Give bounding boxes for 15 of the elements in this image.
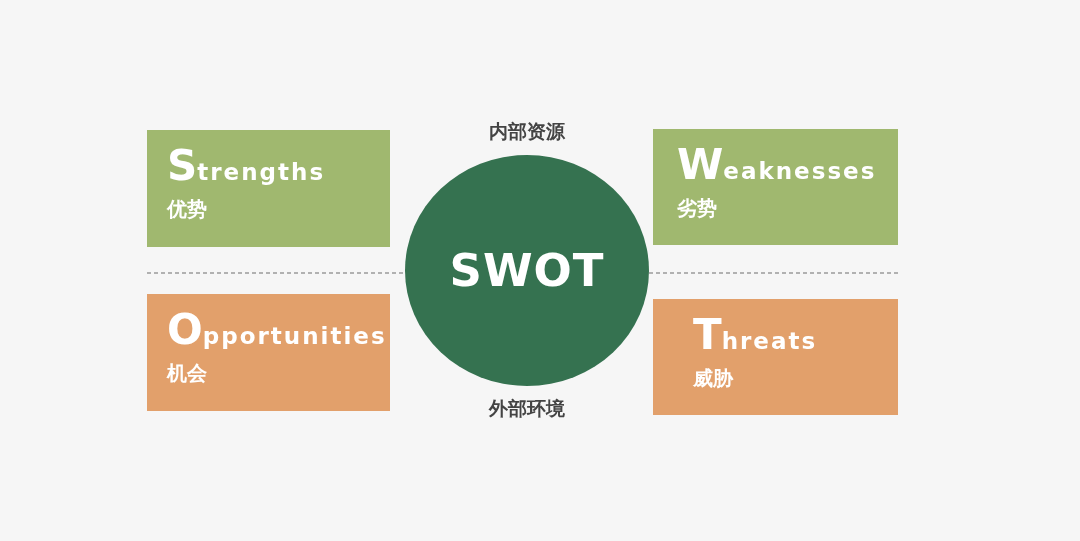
- quadrant-title: Strengths: [167, 144, 326, 192]
- quadrant-card: [147, 130, 390, 247]
- axis-label: 内部资源: [489, 119, 565, 143]
- quadrant-card: [653, 129, 898, 245]
- circle-title: SWOT: [449, 248, 605, 293]
- quadrant-subtitle: 劣势: [677, 195, 717, 221]
- axis-label: 外部环境: [489, 396, 565, 420]
- quadrant-title: Opportunities: [167, 308, 387, 356]
- quadrant-card: [147, 294, 390, 411]
- quadrant-subtitle: 机会: [167, 360, 207, 386]
- quadrant-title: Weaknesses: [677, 143, 877, 191]
- quadrant-card: [653, 299, 898, 415]
- quadrant-title: Threats: [693, 313, 818, 361]
- quadrant-subtitle: 威胁: [693, 365, 733, 391]
- quadrant-subtitle: 优势: [167, 196, 207, 222]
